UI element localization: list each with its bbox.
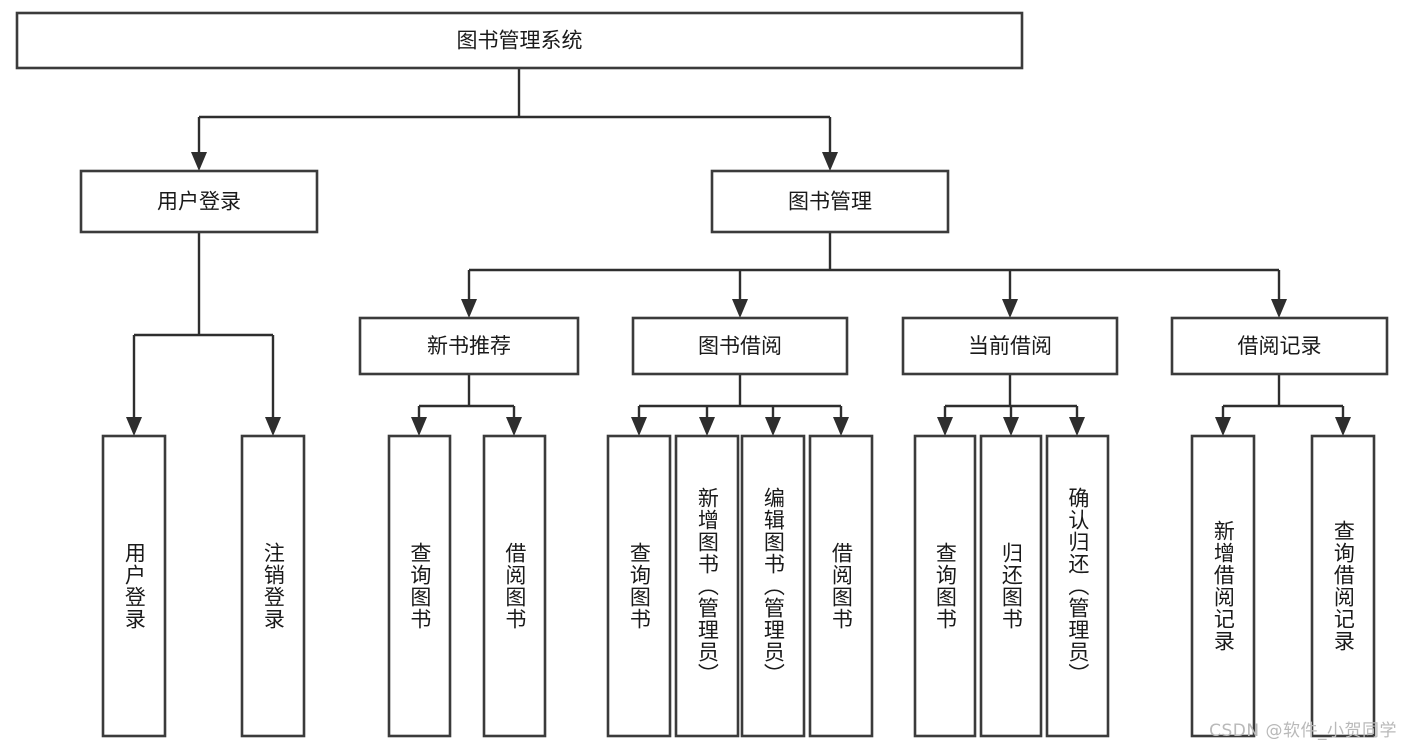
node-box-leaf-query-book-3[interactable] xyxy=(913,434,977,738)
node-box-leaf-return-book[interactable] xyxy=(979,434,1043,738)
node-box-leaf-add-book[interactable] xyxy=(674,434,740,738)
node-box-leaf-edit-book[interactable] xyxy=(740,434,806,738)
connector-group-root_to_level2 xyxy=(197,68,832,154)
node-box-leaf-query-book-2[interactable] xyxy=(606,434,672,738)
connector-group-record_to_leaves xyxy=(1221,374,1345,419)
node-box-leaf-query-book-1[interactable] xyxy=(387,434,452,738)
node-label-book-manage: 图书管理 xyxy=(788,190,872,214)
arrow-head-icon xyxy=(461,299,477,318)
arrow-head-icon xyxy=(732,299,748,318)
arrow-head-icon xyxy=(1215,417,1231,436)
arrow-head-icon xyxy=(631,417,647,436)
arrow-head-icon xyxy=(1069,417,1085,436)
connector-layer xyxy=(126,68,1351,436)
arrow-head-icon xyxy=(1271,299,1287,318)
arrow-head-icon xyxy=(1003,417,1019,436)
arrow-head-icon xyxy=(191,152,207,171)
arrow-head-icon xyxy=(126,417,142,436)
node-box-new-book-recommend[interactable] xyxy=(358,316,580,376)
connector-group-user_login_to_leaves xyxy=(132,232,275,419)
box-layer xyxy=(15,11,1389,738)
arrow-head-icon xyxy=(699,417,715,436)
node-box-leaf-confirm-return[interactable] xyxy=(1045,434,1110,738)
node-label-user-login: 用户登录 xyxy=(157,190,241,214)
arrow-head-icon xyxy=(1002,299,1018,318)
arrow-head-icon xyxy=(833,417,849,436)
arrow-head-icon xyxy=(411,417,427,436)
connector-group-book_manage_to_level3 xyxy=(467,232,1281,301)
arrow-head-icon xyxy=(265,417,281,436)
node-label-borrow-record: 借阅记录 xyxy=(1238,334,1322,358)
node-box-current-borrow[interactable] xyxy=(901,316,1119,376)
node-label-book-borrow: 图书借阅 xyxy=(698,334,782,358)
node-box-borrow-record[interactable] xyxy=(1170,316,1389,376)
arrow-head-icon xyxy=(937,417,953,436)
arrow-head-icon xyxy=(765,417,781,436)
node-box-leaf-borrow-book-1[interactable] xyxy=(482,434,547,738)
arrow-head-icon xyxy=(822,152,838,171)
node-box-book-manage[interactable] xyxy=(710,169,950,234)
node-label-root: 图书管理系统 xyxy=(457,29,583,53)
arrow-head-icon xyxy=(506,417,522,436)
node-box-leaf-borrow-book-2[interactable] xyxy=(808,434,874,738)
node-box-leaf-user-login[interactable] xyxy=(101,434,167,738)
node-label-new-book-recommend: 新书推荐 xyxy=(427,334,511,358)
connector-group-recommend_to_leaves xyxy=(417,374,516,419)
node-box-leaf-logout[interactable] xyxy=(240,434,306,738)
node-box-root[interactable] xyxy=(15,11,1024,70)
node-box-leaf-query-record[interactable] xyxy=(1310,434,1376,738)
connector-group-borrow_to_leaves xyxy=(637,374,843,419)
node-label-current-borrow: 当前借阅 xyxy=(968,334,1052,358)
csdn-watermark: CSDN @软件_小贺同学 xyxy=(1209,721,1397,741)
node-box-user-login[interactable] xyxy=(79,169,319,234)
connector-group-current_to_leaves xyxy=(943,374,1079,419)
node-box-leaf-add-record[interactable] xyxy=(1190,434,1256,738)
node-box-book-borrow[interactable] xyxy=(631,316,849,376)
arrow-head-icon xyxy=(1335,417,1351,436)
